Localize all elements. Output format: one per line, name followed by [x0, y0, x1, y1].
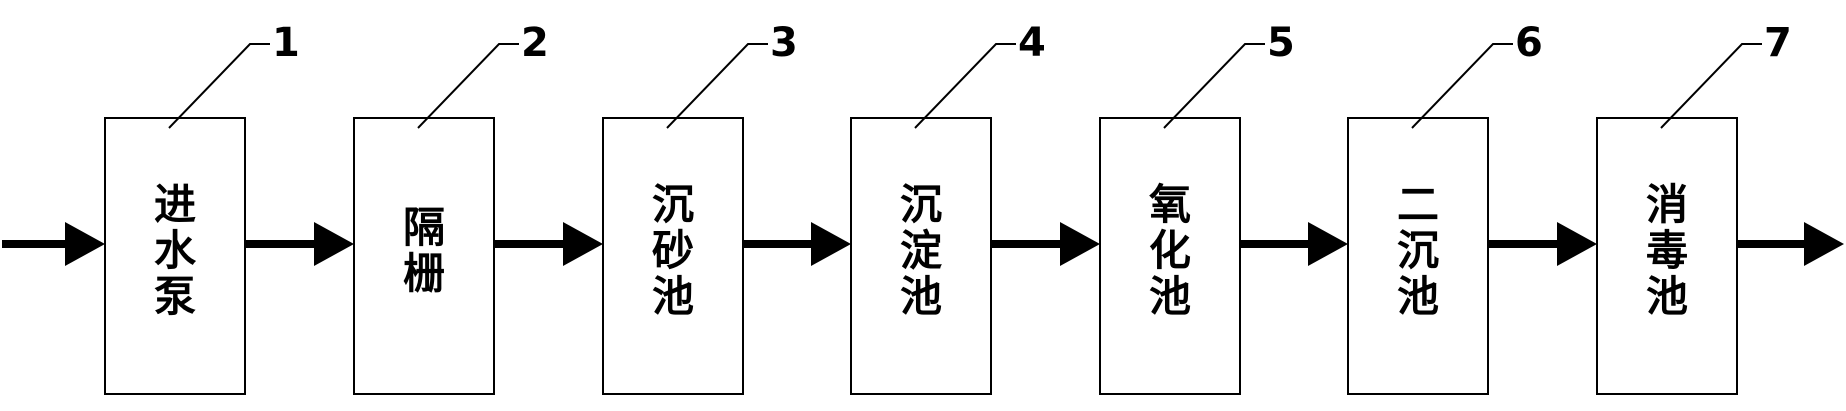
- flow-arrow: [245, 222, 354, 266]
- step-number: 6: [1515, 20, 1543, 66]
- process-box: [353, 117, 495, 395]
- step-number: 5: [1267, 20, 1295, 66]
- step-label: 隔栅: [403, 203, 445, 298]
- step-number: 3: [770, 20, 798, 66]
- process-step: 7 消毒池: [1596, 20, 1792, 395]
- process-box: [104, 117, 246, 395]
- arrow-head: [1804, 222, 1844, 266]
- flow-arrow: [1488, 222, 1597, 266]
- process-step: 3 沉砂池: [602, 20, 798, 395]
- arrow-head: [314, 222, 354, 266]
- leader-line: [666, 43, 768, 129]
- step-label: 沉淀池: [900, 180, 942, 321]
- flow-arrow: [1240, 222, 1348, 266]
- arrow-head: [1308, 222, 1348, 266]
- leader-line: [417, 43, 519, 129]
- outlet-arrow: [1737, 222, 1844, 266]
- process-box: [850, 117, 992, 395]
- step-number: 7: [1764, 20, 1792, 66]
- process-box: [1099, 117, 1241, 395]
- leader-line: [168, 43, 270, 129]
- inlet-arrow: [2, 222, 105, 266]
- step-label: 氧化池: [1149, 180, 1191, 321]
- step-number: 4: [1018, 20, 1046, 66]
- leader-line: [1411, 43, 1513, 129]
- step-label: 消毒池: [1646, 180, 1688, 321]
- process-step: 5 氧化池: [1099, 20, 1295, 395]
- step-label: 进水泵: [154, 180, 197, 321]
- flow-arrows: [2, 222, 1844, 266]
- process-box: [1347, 117, 1489, 395]
- step-label: 沉砂池: [652, 180, 694, 321]
- arrow-head: [1060, 222, 1100, 266]
- flow-arrow: [991, 222, 1100, 266]
- flow-arrow: [743, 222, 851, 266]
- step-label: 二沉池: [1397, 180, 1439, 321]
- process-box: [602, 117, 744, 395]
- step-number: 1: [272, 20, 300, 66]
- process-step: 1 进水泵: [104, 20, 300, 395]
- leader-line: [1660, 43, 1762, 129]
- process-step: 2 隔栅: [353, 20, 549, 395]
- arrow-head: [65, 222, 105, 266]
- leader-line: [1163, 43, 1265, 129]
- process-steps: 1 进水泵 2 隔栅 3 沉砂池 4 沉淀池 5 氧化池 6 二沉池 7 消毒池: [104, 20, 1792, 395]
- step-number: 2: [521, 20, 549, 66]
- process-step: 6 二沉池: [1347, 20, 1543, 395]
- process-box: [1596, 117, 1738, 395]
- leader-line: [914, 43, 1016, 129]
- arrow-head: [1557, 222, 1597, 266]
- process-step: 4 沉淀池: [850, 20, 1046, 395]
- arrow-head: [811, 222, 851, 266]
- flow-arrow: [494, 222, 603, 266]
- arrow-head: [563, 222, 603, 266]
